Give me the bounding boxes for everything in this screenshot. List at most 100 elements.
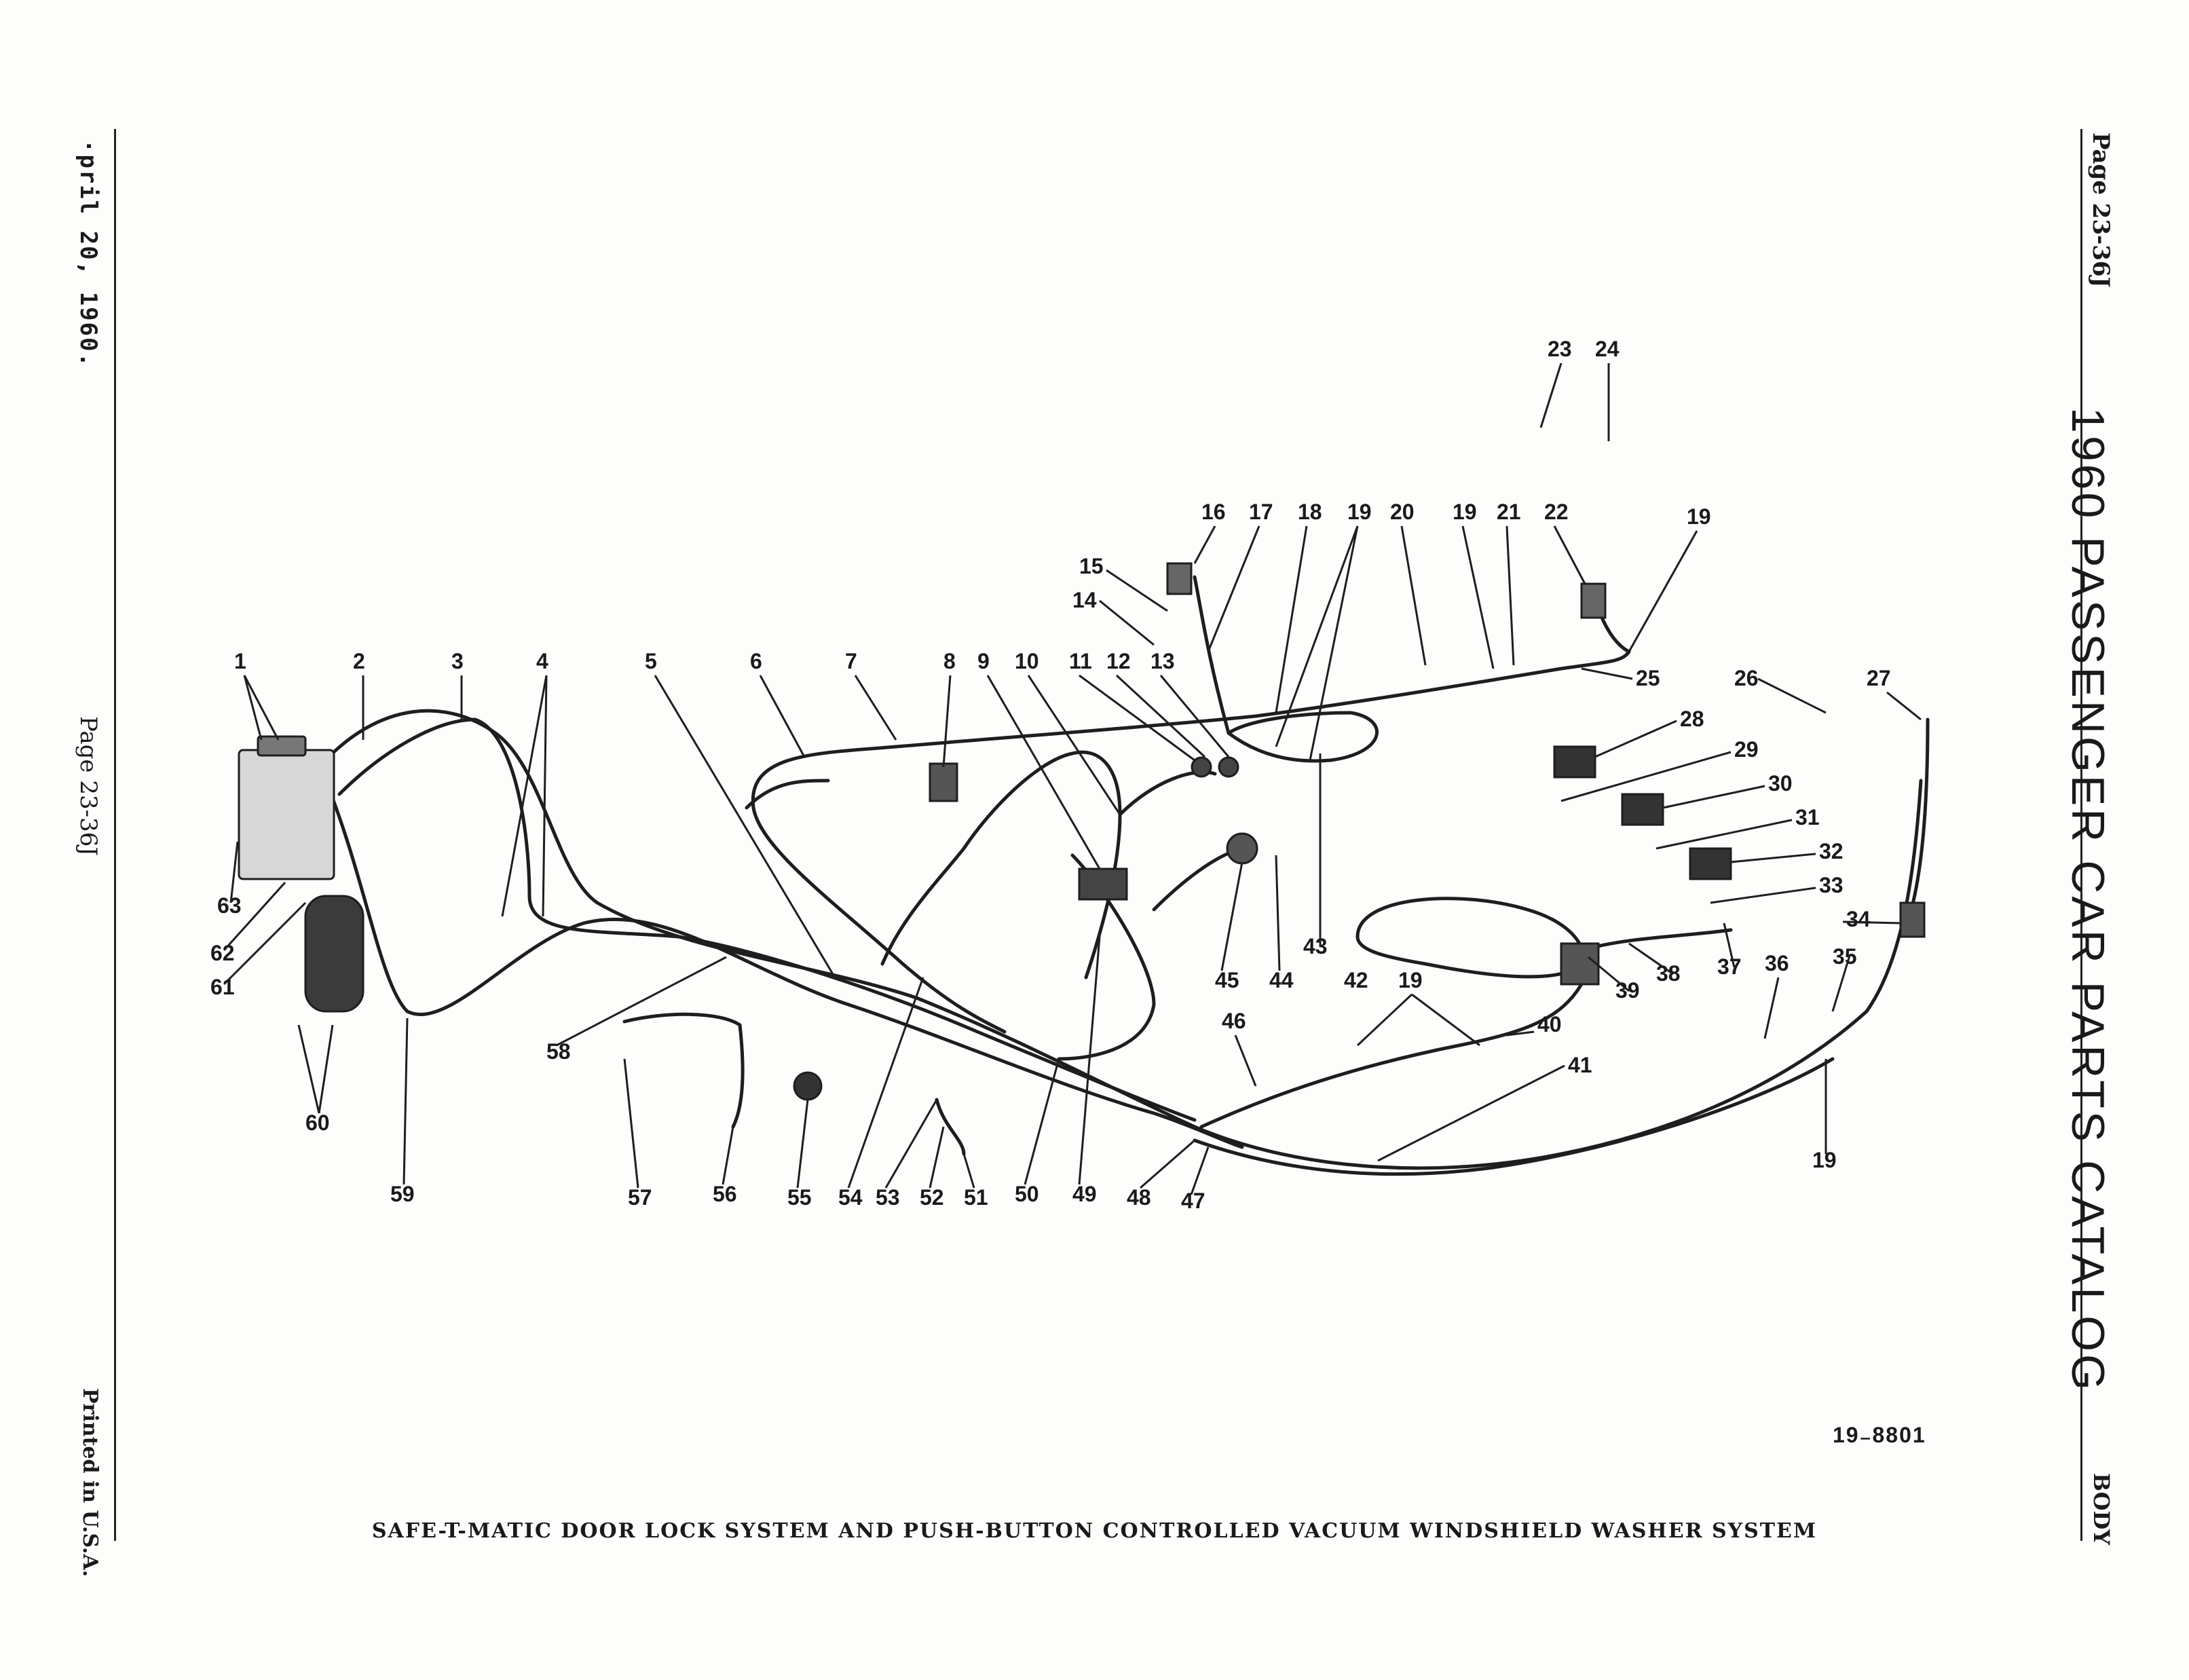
- callout-50: 50: [1015, 1182, 1039, 1206]
- hose-front-left: [745, 779, 830, 810]
- callout-62: 62: [210, 941, 235, 965]
- components: [238, 562, 1926, 1101]
- callout-21: 21: [1497, 500, 1521, 524]
- callout-27: 27: [1867, 666, 1891, 690]
- hose-main-upper: [317, 709, 1923, 1170]
- plate-30: [1621, 793, 1664, 826]
- callout-16: 16: [1201, 500, 1226, 524]
- callout-14: 14: [1072, 588, 1097, 612]
- callout-32: 32: [1819, 839, 1844, 863]
- hose-left-upper: [622, 1012, 745, 1129]
- callout-5: 5: [645, 649, 657, 673]
- callout-31: 31: [1795, 805, 1820, 829]
- callout-7: 7: [845, 649, 857, 673]
- callout-8: 8: [943, 649, 956, 673]
- callout-52: 52: [920, 1185, 944, 1210]
- callout-37: 37: [1717, 954, 1742, 979]
- callout-19c: 19: [1687, 504, 1711, 529]
- callout-40: 40: [1537, 1012, 1562, 1037]
- callout-49: 49: [1072, 1182, 1097, 1206]
- callout-19b: 19: [1453, 500, 1477, 524]
- plate-28: [1553, 745, 1596, 779]
- callout-11: 11: [1069, 649, 1092, 673]
- callout-19e: 19: [1812, 1148, 1837, 1172]
- callout-46: 46: [1222, 1009, 1246, 1033]
- hose-lower-right: [1193, 1057, 1835, 1176]
- left-margin-rule: [114, 129, 116, 1541]
- callout-34: 34: [1846, 907, 1871, 931]
- hose-to-pump: [1152, 846, 1244, 912]
- callout-18: 18: [1298, 500, 1322, 524]
- connector-13: [1218, 756, 1239, 778]
- callout-56: 56: [713, 1182, 737, 1206]
- callout-22: 22: [1544, 500, 1569, 524]
- callout-35: 35: [1833, 944, 1857, 969]
- hose-main-lower: [324, 779, 1244, 1149]
- callout-labels: 1 2 3 4 5 6 7 8 9 10 11 12 13 14 15 16 1…: [210, 337, 1891, 1213]
- plate-32: [1689, 847, 1732, 880]
- callout-3: 3: [451, 649, 464, 673]
- callout-58: 58: [546, 1039, 571, 1064]
- callout-25: 25: [1636, 666, 1660, 690]
- callout-53: 53: [876, 1185, 900, 1210]
- callout-24: 24: [1595, 337, 1620, 361]
- right-nozzle: [1580, 582, 1607, 619]
- figure-caption: SAFE-T-MATIC DOOR LOCK SYSTEM AND PUSH-B…: [371, 1519, 1818, 1543]
- callout-41: 41: [1568, 1053, 1592, 1077]
- control-valve: [1226, 832, 1258, 865]
- hose-upper-return: [751, 806, 1007, 1034]
- callout-60: 60: [305, 1110, 330, 1135]
- washer-jar: [238, 749, 335, 880]
- callout-26: 26: [1734, 666, 1759, 690]
- callout-4: 4: [536, 649, 548, 673]
- washer-jar-cap: [257, 735, 307, 757]
- callout-6: 6: [750, 649, 762, 673]
- callout-19d: 19: [1398, 968, 1423, 992]
- hose-upper-run: [751, 650, 1631, 810]
- bracket-34: [1899, 901, 1926, 938]
- callout-19: 19: [1347, 500, 1372, 524]
- wiper-pump: [1560, 942, 1600, 986]
- hose-ring: [1355, 897, 1585, 979]
- vacuum-hoses: [317, 575, 1930, 1176]
- callout-59: 59: [390, 1182, 415, 1206]
- hose-ring-tail: [1579, 928, 1733, 952]
- callout-30: 30: [1768, 771, 1793, 796]
- callout-45: 45: [1215, 968, 1239, 992]
- grommet-55: [793, 1071, 823, 1101]
- hose-cluster: [880, 750, 1122, 979]
- hose-left-stub: [935, 1098, 966, 1156]
- hose-loop-left: [337, 717, 1197, 1122]
- callout-55: 55: [787, 1185, 812, 1210]
- callout-12: 12: [1106, 649, 1131, 673]
- valve-block: [1078, 867, 1128, 901]
- callout-33: 33: [1819, 873, 1844, 897]
- callout-15: 15: [1079, 554, 1104, 578]
- left-nozzle: [1166, 562, 1193, 595]
- leader-lines: [223, 362, 1922, 1195]
- callout-1: 1: [234, 649, 246, 673]
- callout-57: 57: [628, 1185, 652, 1210]
- callout-23: 23: [1548, 337, 1572, 361]
- callout-13: 13: [1150, 649, 1175, 673]
- callout-51: 51: [964, 1185, 988, 1210]
- callout-17: 17: [1249, 500, 1273, 524]
- figure-number: 19₋8801: [1833, 1423, 1926, 1447]
- callout-44: 44: [1269, 968, 1294, 992]
- callout-54: 54: [838, 1185, 863, 1210]
- vacuum-reservoir: [304, 895, 364, 1013]
- hose-right-run: [1199, 982, 1584, 1129]
- hose-cluster-3: [1118, 770, 1217, 817]
- hose-upper-loop: [1227, 711, 1379, 763]
- callout-48: 48: [1127, 1185, 1151, 1210]
- door-lock-actuator: [929, 762, 958, 802]
- callout-29: 29: [1734, 737, 1759, 762]
- callout-20: 20: [1390, 500, 1415, 524]
- callout-10: 10: [1015, 649, 1039, 673]
- callout-2: 2: [353, 649, 365, 673]
- callout-9: 9: [977, 649, 990, 673]
- callout-47: 47: [1181, 1189, 1205, 1213]
- callout-36: 36: [1765, 951, 1789, 975]
- right-margin-rule: [2080, 129, 2082, 1541]
